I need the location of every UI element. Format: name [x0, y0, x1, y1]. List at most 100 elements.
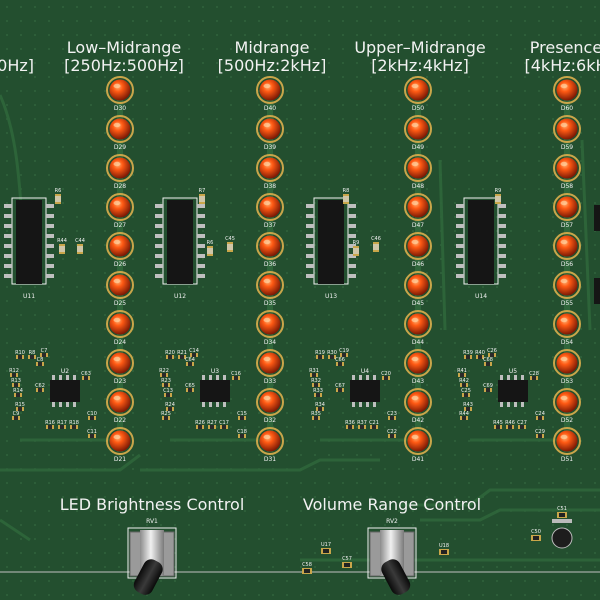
- led-dome: [109, 157, 131, 179]
- smd-body: [373, 244, 379, 250]
- led-highlight: [411, 239, 419, 245]
- smd-body: [508, 425, 512, 429]
- band-title: Presence: [530, 38, 600, 57]
- led-highlight: [263, 317, 271, 323]
- soic-pin: [352, 402, 355, 407]
- band-range: [500Hz:2kHz]: [218, 56, 327, 75]
- led-highlight: [263, 395, 271, 401]
- smd-body: [30, 355, 34, 359]
- opamp-label: U2: [61, 368, 69, 375]
- smd-body: [60, 425, 64, 429]
- led-label: D33: [264, 378, 276, 385]
- ic-pin: [155, 264, 163, 268]
- ic-pin: [456, 264, 464, 268]
- ic-pin: [306, 274, 314, 278]
- part-label: C51: [557, 506, 567, 512]
- band-range: [2kHz:4kHz]: [371, 56, 469, 75]
- smd-body: [466, 355, 470, 359]
- soic-body: [200, 380, 230, 402]
- part-label: R46: [505, 420, 515, 426]
- led-label: D44: [412, 339, 424, 346]
- led-label: D53: [561, 378, 573, 385]
- led-highlight: [113, 122, 121, 128]
- led-label: D25: [114, 300, 126, 307]
- part-label: C65: [185, 383, 195, 389]
- led-label: D49: [412, 144, 424, 151]
- led-highlight: [560, 200, 568, 206]
- smd-body: [192, 353, 196, 357]
- led-dome: [407, 313, 429, 335]
- ic-pin: [498, 254, 506, 258]
- band-title: Midrange: [235, 38, 310, 57]
- ic-pin: [197, 244, 205, 248]
- part-label: R24: [165, 402, 175, 408]
- part-label: C25: [461, 388, 471, 394]
- led-label: D32: [264, 417, 276, 424]
- ic-body: [167, 200, 193, 284]
- led-highlight: [263, 239, 271, 245]
- part-label: R9: [495, 188, 502, 194]
- electrolytic-capacitor: [551, 527, 573, 549]
- led-dome: [259, 313, 281, 335]
- band-titles: 0Hz]Low–Midrange[250Hz:500Hz]Midrange[50…: [0, 38, 600, 75]
- smd-body: [14, 416, 18, 420]
- part-label: C69: [483, 383, 493, 389]
- led-dome: [407, 391, 429, 413]
- part-label: R12: [9, 368, 19, 374]
- part-label: C64: [185, 357, 195, 363]
- soic-pin: [373, 375, 376, 380]
- ic-pin: [306, 214, 314, 218]
- ic-pin: [46, 214, 54, 218]
- copper-trace: [0, 518, 31, 542]
- smd-body: [343, 196, 349, 202]
- led-label: D45: [412, 300, 424, 307]
- part-label: R41: [457, 368, 467, 374]
- soic-pin: [359, 402, 362, 407]
- led-label: D54: [561, 339, 573, 346]
- led-pad-ring: [106, 388, 134, 416]
- smd-body: [77, 246, 83, 252]
- part-label: C45: [225, 236, 235, 242]
- led-columns: D30D29D28D27D26D25D24D23D22D21D40D39D38D…: [106, 76, 581, 463]
- led-pad-ring: [106, 76, 134, 104]
- led-pad-ring: [553, 115, 581, 143]
- smd-body: [495, 196, 501, 202]
- control-title: LED Brightness Control: [60, 495, 245, 514]
- soic-pin: [52, 402, 55, 407]
- led-dome: [407, 196, 429, 218]
- ic-pin: [197, 264, 205, 268]
- smd-body: [353, 248, 359, 254]
- part-label: R10: [15, 350, 25, 356]
- led-pad-ring: [553, 349, 581, 377]
- led-dome: [556, 196, 578, 218]
- part-label: R8: [29, 350, 36, 356]
- led-highlight: [113, 161, 121, 167]
- led-pad-ring: [404, 232, 432, 260]
- led-pad-ring: [553, 271, 581, 299]
- smd-body: [16, 393, 20, 397]
- led-highlight: [113, 395, 121, 401]
- smd-body: [164, 416, 168, 420]
- led-pad-ring: [553, 154, 581, 182]
- led-label: D50: [412, 105, 424, 112]
- copper-trace: [580, 139, 592, 331]
- part-label: C21: [369, 420, 379, 426]
- soic-pin: [521, 402, 524, 407]
- part-label: C9: [13, 411, 20, 417]
- led-label: D51: [561, 456, 573, 463]
- board-edge: [0, 571, 600, 573]
- ic-pin: [456, 254, 464, 258]
- part-label: R40: [475, 350, 485, 356]
- soic-pin: [507, 402, 510, 407]
- ic-pin: [498, 214, 506, 218]
- ic-pin: [4, 254, 12, 258]
- ic-pin: [197, 224, 205, 228]
- ic-pin: [306, 204, 314, 208]
- part-label: C23: [387, 411, 397, 417]
- ic-pin: [197, 254, 205, 258]
- led-label: D21: [114, 456, 126, 463]
- soic-pin: [521, 375, 524, 380]
- led-pad-ring: [404, 115, 432, 143]
- smd-body: [168, 407, 172, 411]
